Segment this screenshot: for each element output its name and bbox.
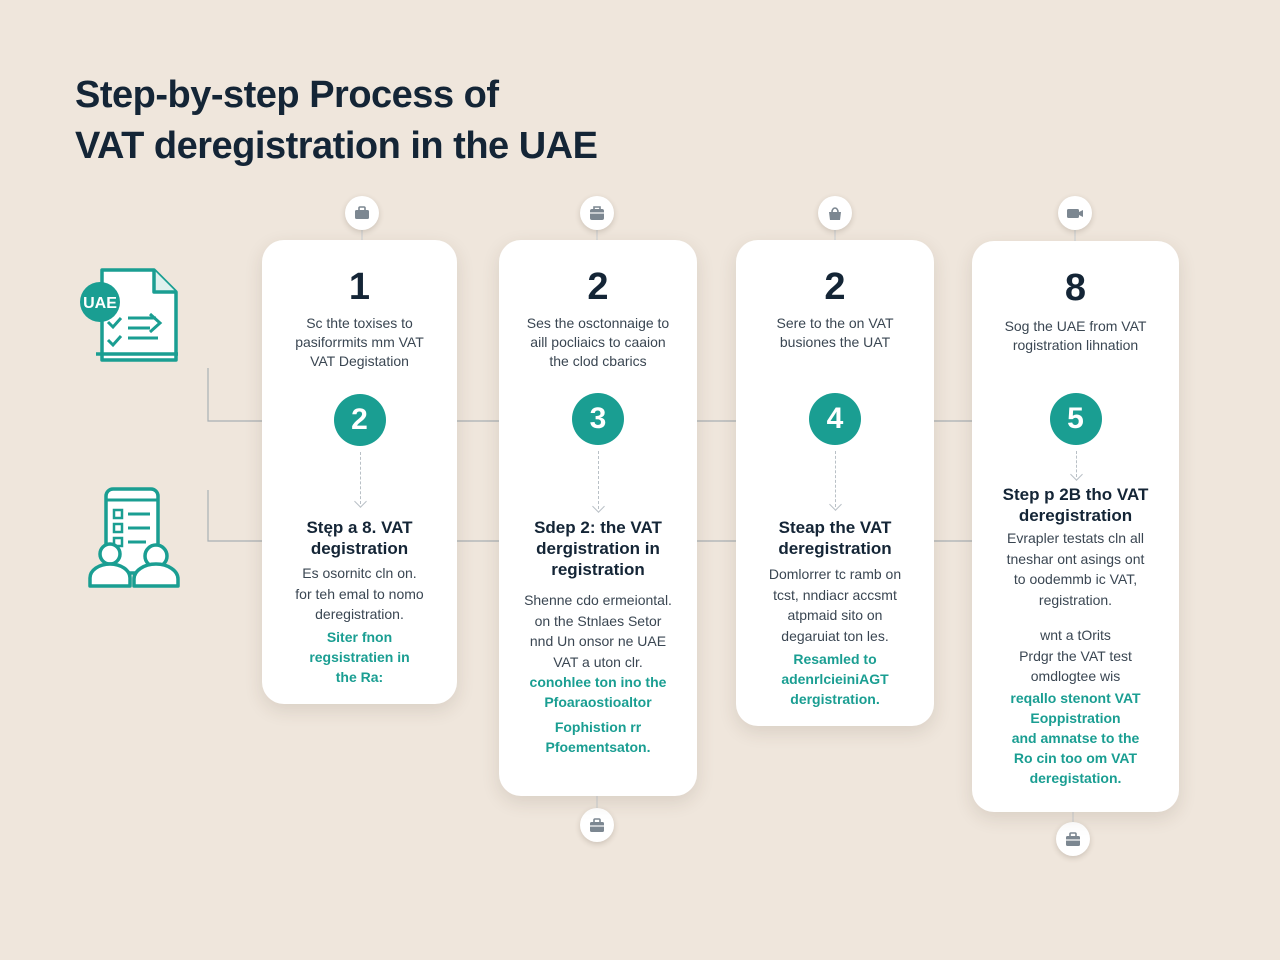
- step-card-3: 2 Sere to the on VAT busiones the UAT 4 …: [736, 240, 934, 726]
- card-description: Sc thte toxises to pasiforrmits mm VAT V…: [295, 315, 424, 369]
- title-line-2: VAT deregistration in the UAE: [75, 125, 598, 167]
- card-description: Sere to the on VAT busiones the UAT: [776, 315, 894, 350]
- card-heading: Steap the VAT deregistration: [778, 518, 892, 558]
- down-arrow-icon: [835, 451, 837, 507]
- briefcase-icon: [355, 206, 369, 219]
- card-description: Ses the osctonnaige to aill pocliaics to…: [526, 315, 670, 369]
- case-icon: [1066, 832, 1080, 846]
- card-description: Sog the UAE from VAT rogistration lihnat…: [1004, 318, 1147, 353]
- card-number: 2: [587, 266, 609, 308]
- bag-icon: [590, 206, 604, 220]
- card-body: Evrapler testats cln all tneshar ont asi…: [1006, 530, 1145, 608]
- uae-document-label: UAE: [83, 295, 117, 312]
- card-number: 2: [824, 266, 846, 308]
- down-arrow-icon: [359, 452, 362, 504]
- card-body: Es osornitc cln on. for teh emal to nomo…: [295, 565, 424, 622]
- down-arrow-icon: [1075, 451, 1078, 477]
- step-number-circle: 5: [1049, 393, 1102, 445]
- card-body: Domlorrer tc ramb on tcst, nndiacr accsm…: [768, 566, 902, 644]
- card-heading: Step p 2B tho VAT deregistration: [1002, 485, 1149, 525]
- step-card-1: 1 Sc thte toxises to pasiforrmits mm VAT…: [262, 240, 457, 704]
- card-accent-text: Resamled to adenrlcieiniAGT dergistratio…: [781, 651, 889, 707]
- badge-bottom-2: [580, 808, 614, 842]
- page-title: Step-by-step Process of VAT deregistrati…: [75, 70, 598, 172]
- step-card-4: 8 Sog the UAE from VAT rogistration lihn…: [972, 241, 1179, 812]
- card-body: Shenne cdo ermeiontal. on the Stnlaes Se…: [524, 592, 672, 670]
- badge-top-2: [580, 196, 614, 230]
- card-accent-text: reqallo stenont VAT Eoppistration and am…: [1010, 690, 1141, 786]
- card-number: 1: [348, 266, 371, 308]
- badge-bottom-4: [1056, 822, 1090, 856]
- badge-top-4: [1058, 196, 1092, 230]
- card-accent-text: conohlee ton ino the Pfoaraostioaltor Fo…: [529, 674, 667, 755]
- card-number: 8: [1064, 267, 1087, 309]
- badge-top-1: [345, 196, 379, 230]
- toolbox-icon: [590, 818, 604, 832]
- card-note: wnt a tOrits Prdgr the VAT test omdlogte…: [1019, 627, 1132, 684]
- step-card-2: 2 Ses the osctonnaige to aill pocliaics …: [499, 240, 697, 796]
- uae-document-icon: UAE: [78, 264, 182, 364]
- handbag-icon: [829, 207, 841, 220]
- step-number-circle: 4: [809, 393, 861, 445]
- card-accent-text: Siter fnon regsistratien in the Ra:: [309, 629, 410, 685]
- mobile-form-people-icon: [86, 486, 186, 590]
- down-arrow-icon: [598, 451, 600, 509]
- step-number-circle: 2: [333, 394, 386, 446]
- camera-icon: [1067, 209, 1083, 218]
- badge-top-3: [818, 196, 852, 230]
- step-number-circle: 3: [572, 393, 624, 445]
- card-heading: Stęp a 8. VAT degistration: [306, 518, 413, 558]
- card-heading: Sdep 2: the VAT dergistration in registr…: [534, 518, 662, 579]
- title-line-1: Step-by-step Process of: [75, 74, 499, 116]
